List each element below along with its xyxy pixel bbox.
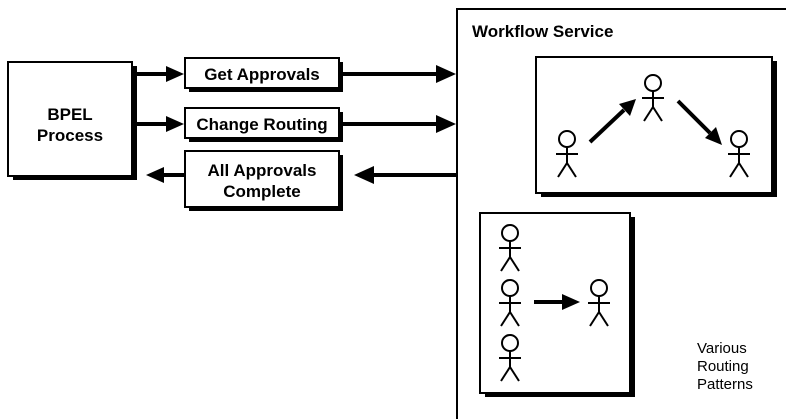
all-approvals-complete-arrow — [146, 166, 456, 184]
all-approvals-complete-message-box: All Approvals Complete — [184, 150, 343, 211]
change-routing-arrow — [137, 115, 456, 133]
routing-arrow-up — [588, 99, 636, 144]
get-approvals-label: Get Approvals — [204, 65, 320, 84]
serial-routing-pattern-box — [535, 56, 777, 197]
bpel-label-line2: Process — [37, 126, 103, 145]
change-routing-label: Change Routing — [196, 115, 327, 134]
all-approvals-label-line2: Complete — [223, 182, 300, 201]
parallel-routing-pattern-box — [479, 212, 635, 397]
bpel-process-box: BPEL Process — [7, 61, 137, 180]
routing-arrow-down — [676, 99, 722, 145]
all-approvals-label-line1: All Approvals — [208, 161, 317, 180]
get-approvals-message-box: Get Approvals — [184, 57, 343, 92]
routing-patterns-caption-line3: Patterns — [697, 376, 753, 393]
parallel-routing-arrow — [534, 294, 580, 310]
change-routing-message-box: Change Routing — [184, 107, 343, 142]
routing-patterns-caption-line2: Routing — [697, 358, 749, 375]
get-approvals-arrow — [137, 65, 456, 83]
bpel-label-line1: BPEL — [47, 105, 92, 124]
routing-patterns-caption-line1: Various — [697, 340, 747, 357]
workflow-service-title: Workflow Service — [472, 22, 613, 41]
